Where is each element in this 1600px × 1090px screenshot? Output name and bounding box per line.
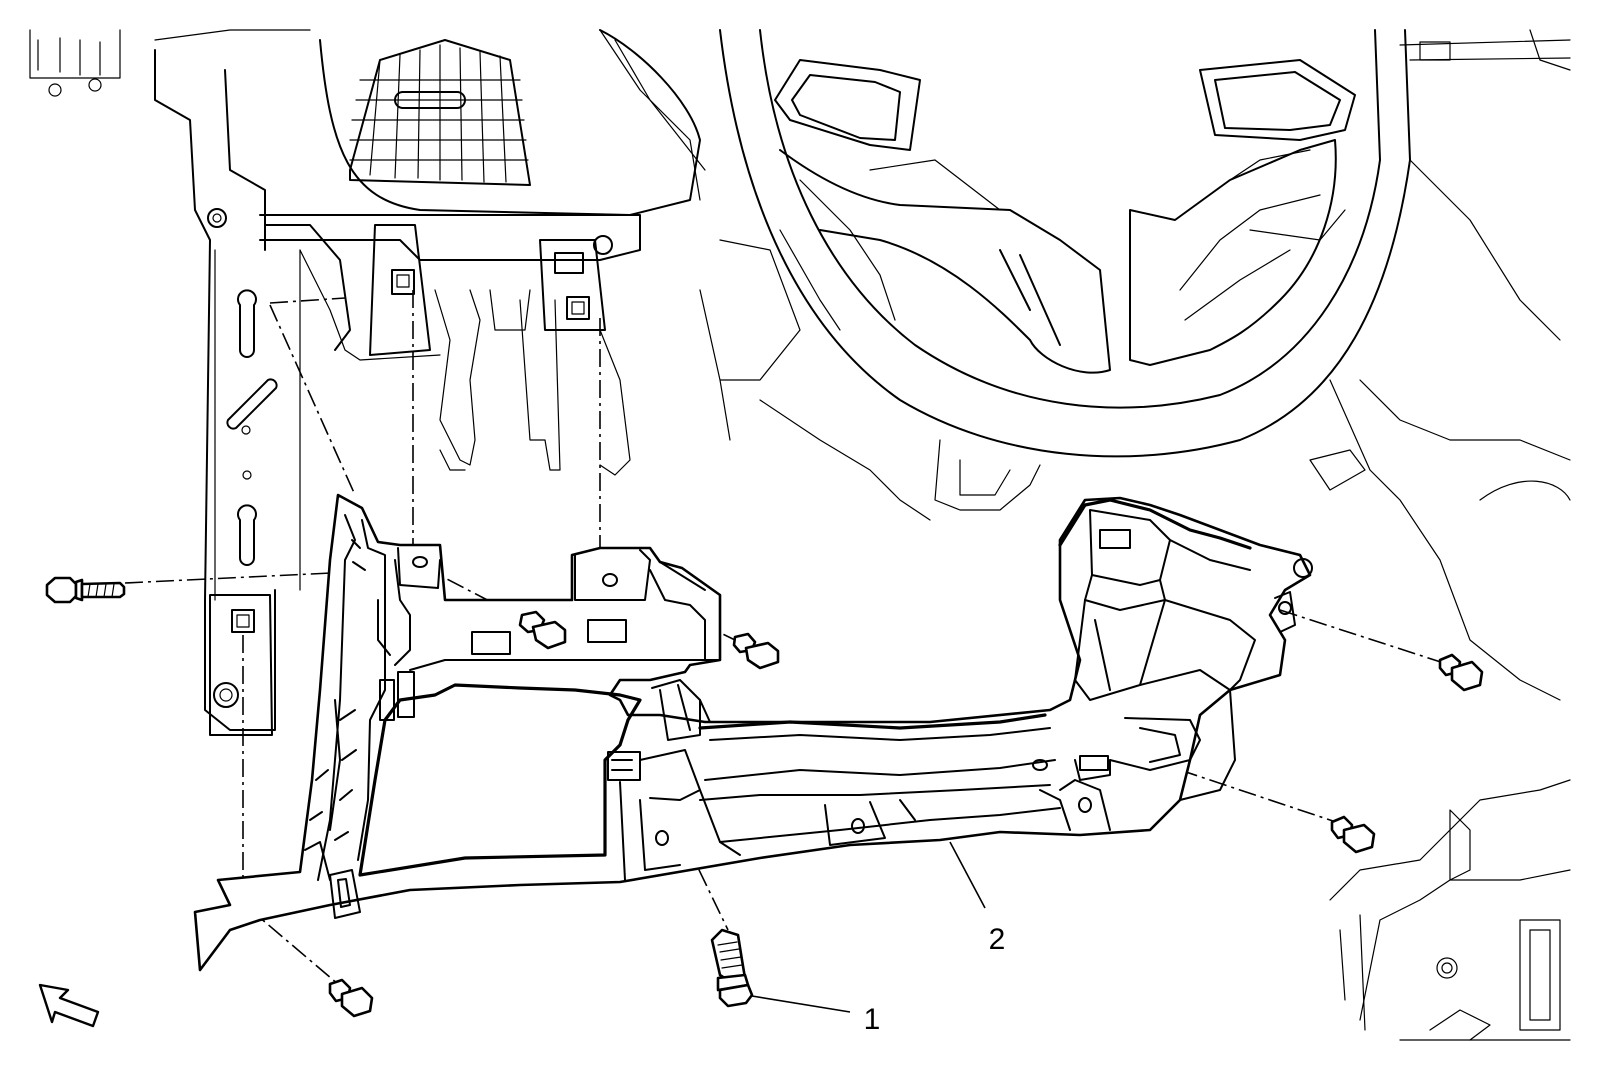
- callout-label-1: 1: [863, 1003, 881, 1036]
- view-direction-arrow: [38, 983, 100, 1028]
- callout-leaders: [751, 841, 986, 1013]
- bolt-upper-tab: [518, 610, 567, 650]
- bolt-right-upper: [1438, 653, 1484, 692]
- leader-line-2: [949, 841, 986, 909]
- callout-label-2: 2: [988, 923, 1006, 956]
- instrument-panel-background: [29, 29, 1571, 1041]
- instrument-panel-lower-bracket: [193, 493, 1313, 972]
- bolt-callout-1: [710, 928, 754, 1008]
- bolt-right-lower: [1330, 815, 1376, 854]
- bolt-left: [45, 576, 126, 604]
- bolts: [45, 576, 1484, 1018]
- bolt-center-tab: [732, 632, 780, 670]
- bolt-lower-left: [328, 978, 374, 1018]
- leader-line-1: [751, 995, 851, 1013]
